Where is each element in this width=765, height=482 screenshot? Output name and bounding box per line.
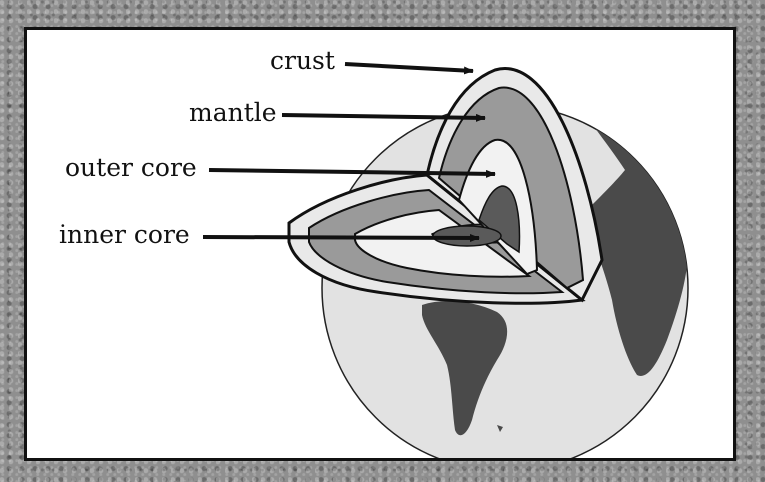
crust-label: crust [270,48,335,73]
outer-core-label: outer core [65,155,197,180]
crust-arrow [345,64,473,71]
inner-core-label: inner core [59,222,190,247]
inner-core-arrow [203,237,479,238]
mantle-label: mantle [189,100,277,125]
europe-landmass [592,88,678,142]
diagram-card: crust mantle outer core inner core [24,27,736,461]
cutaway-wedge [289,69,602,304]
